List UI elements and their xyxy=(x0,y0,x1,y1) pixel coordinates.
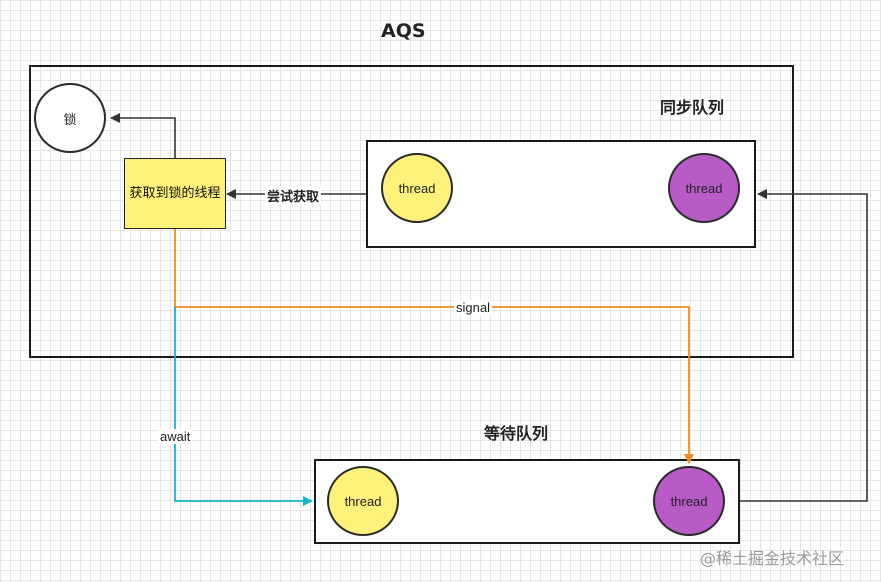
await-edge xyxy=(174,307,313,506)
signal-edge xyxy=(174,229,694,464)
sync-thread-node: thread xyxy=(381,153,453,223)
lock-node: 锁 xyxy=(34,83,106,153)
watermark: @稀土掘金技术社区 xyxy=(700,549,845,568)
lock-holder-label: 获取到锁的线程 xyxy=(129,186,221,201)
requeue-edge xyxy=(740,189,868,502)
wait-thread-node: thread xyxy=(327,466,399,536)
wait-thread-node: thread xyxy=(653,466,725,536)
acquired-lock-edge xyxy=(110,113,176,158)
aqs-title: AQS xyxy=(381,20,426,42)
await-label: await xyxy=(158,429,193,444)
wait-queue-title: 等待队列 xyxy=(484,424,549,443)
sync-queue-title: 同步队列 xyxy=(660,98,725,117)
thread-label: thread xyxy=(685,180,723,196)
thread-label: thread xyxy=(670,493,708,509)
signal-label: signal xyxy=(454,300,492,315)
thread-label: thread xyxy=(398,180,436,196)
sync-thread-node: thread xyxy=(668,153,740,223)
lock-label: 锁 xyxy=(63,111,77,127)
aqs-container xyxy=(29,65,794,358)
thread-label: thread xyxy=(344,493,382,509)
try-acquire-label: 尝试获取 xyxy=(265,186,322,205)
lock-holder-node: 获取到锁的线程 xyxy=(124,158,226,229)
